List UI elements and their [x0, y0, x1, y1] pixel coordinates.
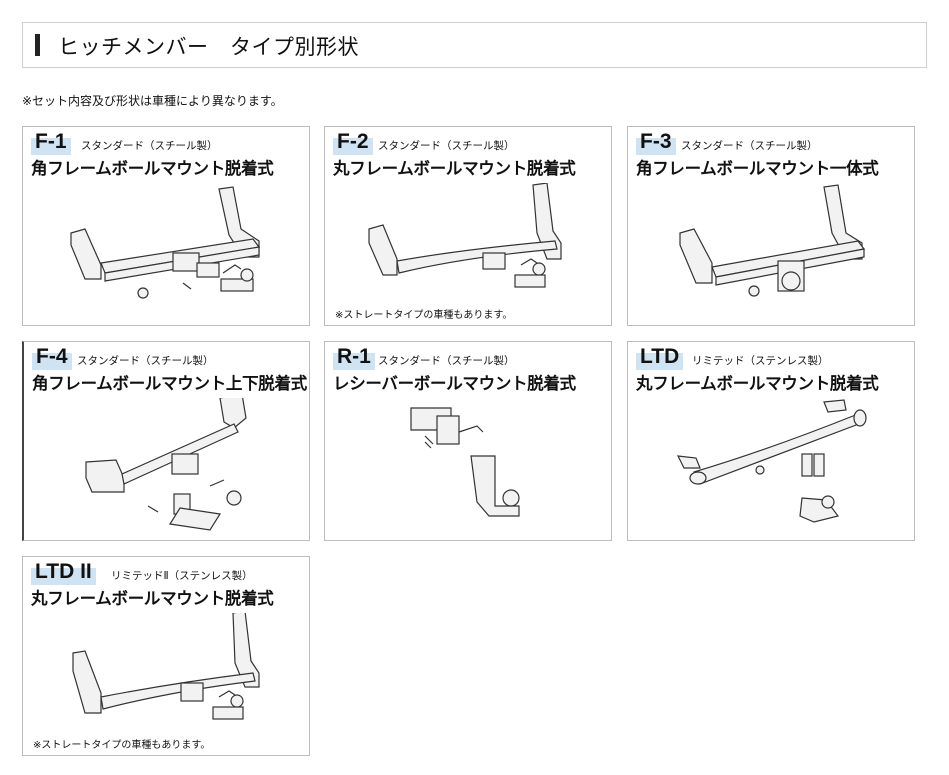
- type-name: 角フレームボールマウント上下脱着式: [32, 374, 307, 393]
- type-code: F-2: [333, 129, 373, 155]
- set-contents-note: ※セット内容及び形状は車種により異なります。: [22, 94, 283, 108]
- type-card-ltd: LTD リミテッド（ステンレス製） 丸フレームボールマウント脱着式: [627, 341, 915, 541]
- type-material: スタンダード（スチール製）: [378, 140, 515, 152]
- type-material: スタンダード（スチール製）: [681, 140, 818, 152]
- type-name: 丸フレームボールマウント脱着式: [333, 159, 576, 178]
- heading-bar: [35, 34, 40, 56]
- type-note: ※ストレートタイプの車種もあります。: [33, 740, 211, 751]
- type-code: F-3: [636, 129, 676, 155]
- hitch-f1-illustration: [70, 186, 261, 299]
- type-name: レシーバーボールマウント脱着式: [333, 374, 576, 393]
- type-name: 角フレームボールマウント一体式: [636, 159, 879, 178]
- hitch-r1-illustration: [410, 407, 520, 517]
- type-material: スタンダード（スチール製）: [378, 355, 515, 367]
- type-name: 丸フレームボールマウント脱着式: [31, 589, 274, 608]
- type-card-f3: F-3 スタンダード（スチール製） 角フレームボールマウント一体式: [627, 126, 915, 326]
- type-card-r1: R-1 スタンダード（スチール製） レシーバーボールマウント脱着式: [324, 341, 612, 541]
- hitch-ltd-illustration: [676, 399, 867, 523]
- type-material: スタンダード（スチール製）: [77, 355, 214, 367]
- type-material: スタンダード（スチール製）: [81, 140, 218, 152]
- page-title: ヒッチメンバー タイプ別形状: [58, 35, 359, 59]
- hitch-ltd2-illustration: [72, 613, 260, 720]
- type-code: F-1: [31, 129, 71, 155]
- type-code: LTD II: [31, 559, 96, 585]
- hitch-f2-illustration: [368, 183, 562, 288]
- hitch-f4-illustration: [85, 398, 247, 531]
- type-name: 角フレームボールマウント脱着式: [31, 159, 274, 178]
- type-code: R-1: [333, 344, 375, 370]
- type-code: LTD: [636, 344, 684, 370]
- type-code: F-4: [32, 344, 72, 370]
- section-heading: ヒッチメンバー タイプ別形状: [22, 22, 927, 68]
- hitch-f3-illustration: [679, 184, 866, 297]
- type-card-f1: F-1 スタンダード（スチール製） 角フレームボールマウント脱着式: [22, 126, 310, 326]
- type-material: リミテッドⅡ（ステンレス製）: [111, 570, 253, 582]
- type-card-f2: F-2 スタンダード（スチール製） 丸フレームボールマウント脱着式 ※ストレート…: [324, 126, 612, 326]
- type-name: 丸フレームボールマウント脱着式: [636, 374, 879, 393]
- type-card-ltd2: LTD II リミテッドⅡ（ステンレス製） 丸フレームボールマウント脱着式 ※ス…: [22, 556, 310, 756]
- type-material: リミテッド（ステンレス製）: [692, 355, 829, 367]
- type-note: ※ストレートタイプの車種もあります。: [335, 310, 513, 321]
- type-card-f4: F-4 スタンダード（スチール製） 角フレームボールマウント上下脱着式: [22, 341, 310, 541]
